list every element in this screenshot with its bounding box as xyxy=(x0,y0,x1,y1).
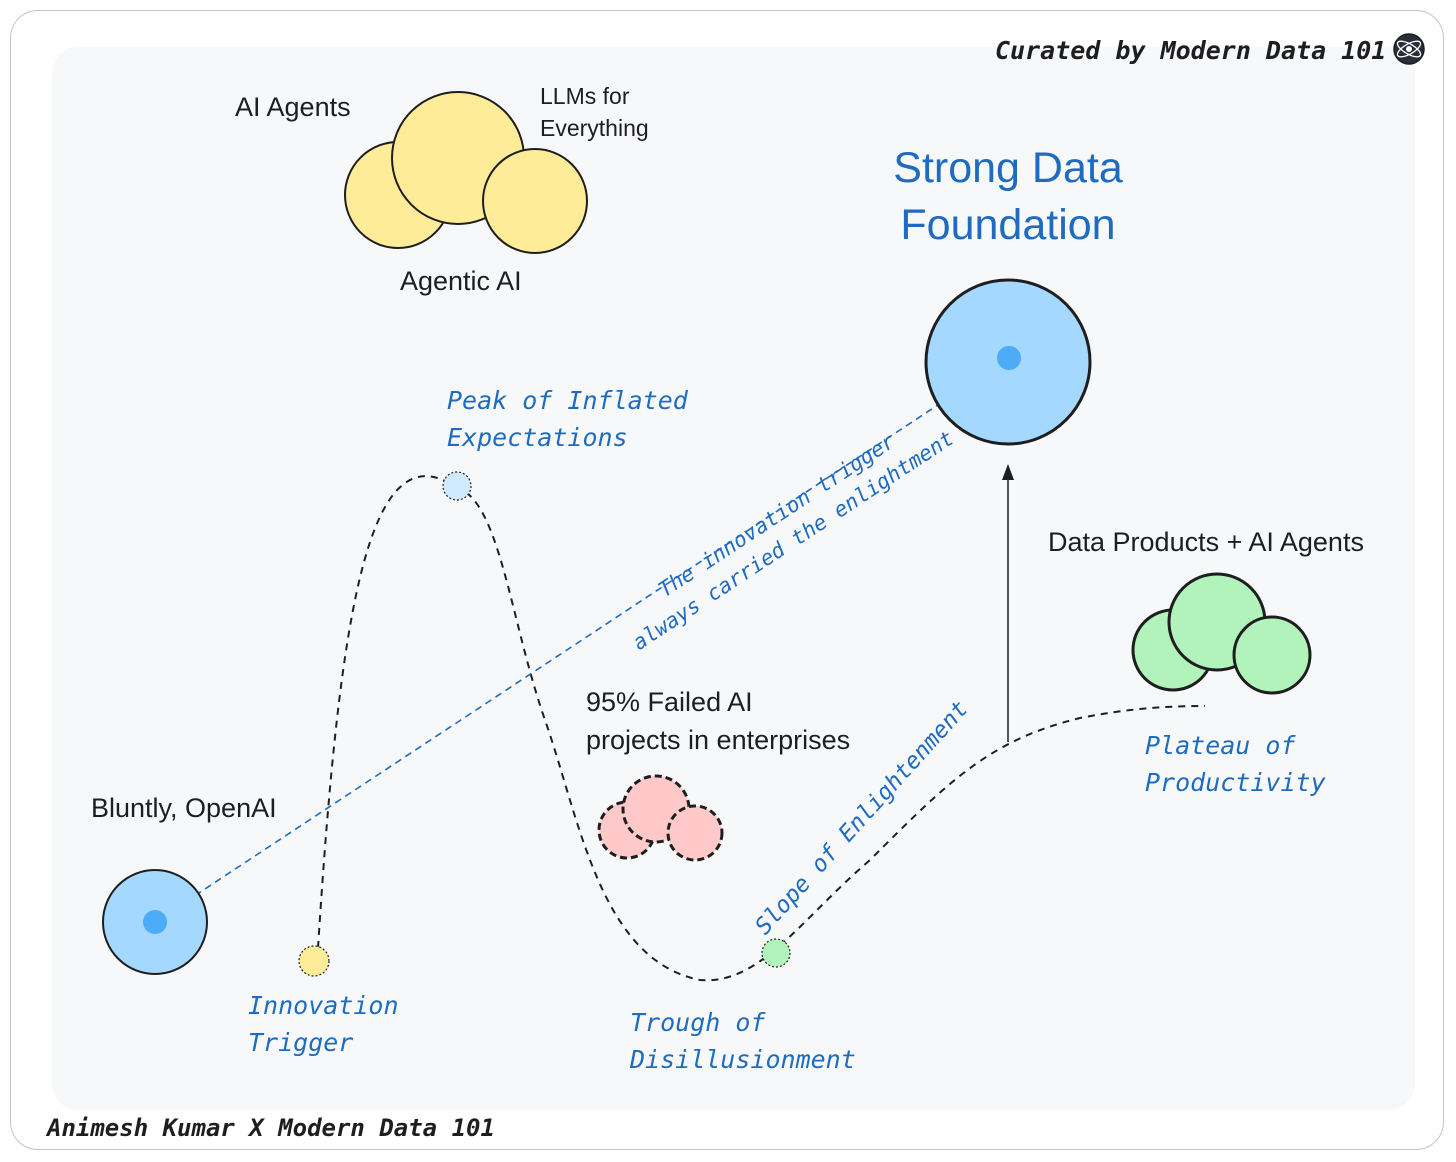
innovation-label: Innovation Trigger xyxy=(248,991,399,1057)
label-data-products: Data Products + AI Agents xyxy=(1048,527,1364,557)
slope-marker xyxy=(761,938,791,968)
connector-line xyxy=(154,357,1010,923)
credit-bottom: Animesh Kumar X Modern Data 101 xyxy=(47,1114,495,1142)
green-bubble-right xyxy=(1232,615,1312,695)
label-openai: Bluntly, OpenAI xyxy=(91,793,277,823)
label-failed-projects: 95% Failed AI projects in enterprises xyxy=(586,687,851,755)
strong-foundation-title: Strong Data Foundation xyxy=(893,144,1123,249)
credit-top: Curated by Modern Data 101 xyxy=(995,36,1387,65)
label-agentic-ai: Agentic AI xyxy=(400,266,522,296)
canvas-panel xyxy=(52,47,1415,1110)
innovation-marker xyxy=(298,945,330,977)
hype-curve xyxy=(317,475,1206,982)
modern-data-logo-icon xyxy=(1393,33,1425,65)
red-bubble-right xyxy=(666,804,724,862)
yellow-bubble-right xyxy=(482,148,588,254)
peak-label: Peak of Inflated Expectations xyxy=(447,386,688,452)
openai-dot xyxy=(143,910,167,934)
peak-marker xyxy=(442,471,472,501)
foundation-dot xyxy=(997,346,1021,370)
trough-label: Trough of Disillusionment xyxy=(630,1008,856,1074)
arrow-head xyxy=(1002,464,1014,480)
label-llms-for-everything: LLMs for Everything xyxy=(540,83,649,141)
plateau-label: Plateau of Productivity xyxy=(1145,731,1326,797)
label-ai-agents: AI Agents xyxy=(235,92,351,122)
